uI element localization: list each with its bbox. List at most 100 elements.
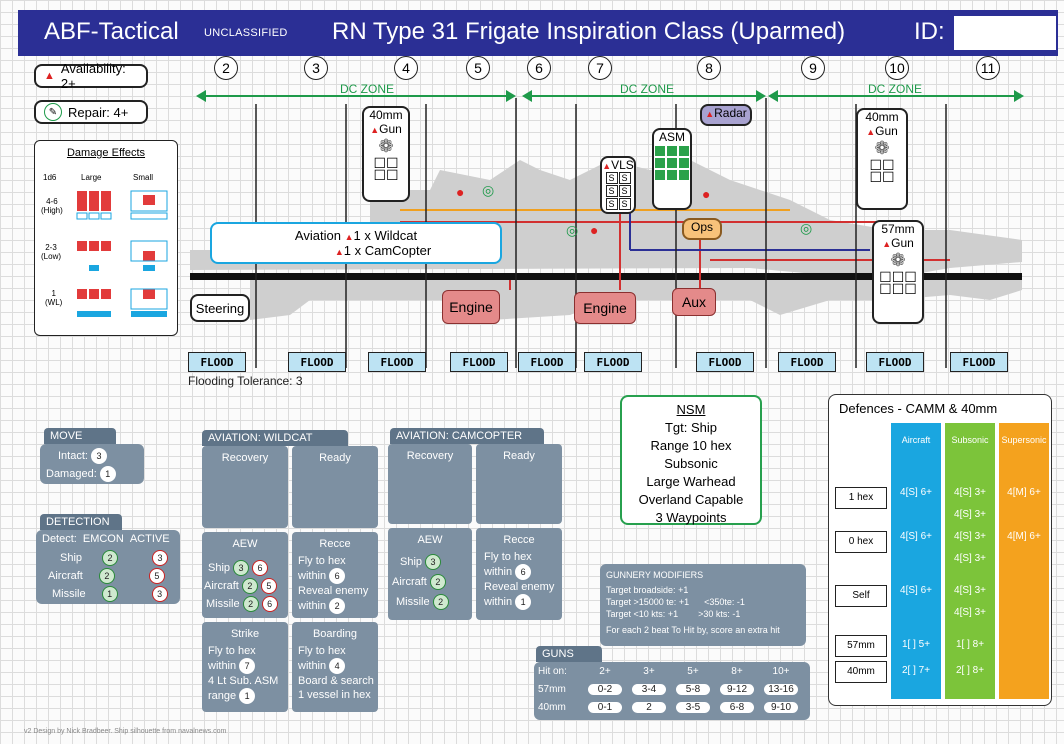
- ammo-boxes: ☐☐☐☐: [373, 155, 399, 183]
- guns-value: 9-10: [764, 702, 798, 713]
- recce-line: Reveal enemy: [298, 585, 369, 597]
- move-intact-label: Intact:: [58, 449, 88, 462]
- aew-value: 3: [425, 554, 442, 570]
- flood-box[interactable]: FLOOD: [866, 352, 924, 372]
- aew-row-label: Missile: [396, 595, 430, 608]
- flood-box[interactable]: FLOOD: [288, 352, 346, 372]
- nsm-box: NSM Tgt: Ship Range 10 hex Subsonic Larg…: [620, 395, 762, 525]
- engine-label: Engine: [449, 299, 493, 315]
- section-number: 11: [976, 56, 1000, 80]
- section-number: 8: [697, 56, 721, 80]
- dc-zone-label: DC ZONE: [340, 82, 394, 96]
- guns-value: 6-8: [720, 702, 754, 713]
- nsm-line: Subsonic: [664, 456, 718, 471]
- repair-label: Repair: 4+: [68, 104, 129, 120]
- fire-icon: ●: [590, 222, 599, 238]
- damage-level: (Low): [41, 252, 62, 261]
- id-input[interactable]: [954, 16, 1056, 50]
- wildcat-boarding: Boarding: [312, 628, 358, 640]
- aew-value: 3: [233, 560, 250, 576]
- guns-header: Hit on:: [538, 666, 567, 677]
- engine-box[interactable]: Engine: [442, 290, 500, 324]
- recce-value: 6: [515, 564, 532, 580]
- recce-value: 6: [329, 568, 346, 584]
- aew-value: 2: [429, 574, 446, 590]
- repair-box: ✎ Repair: 4+: [34, 100, 148, 124]
- detection-emcon-value: 2: [98, 568, 115, 584]
- nsm-line: Tgt: Ship: [664, 420, 718, 435]
- section-number: 4: [394, 56, 418, 80]
- aux-box[interactable]: Aux: [672, 288, 716, 316]
- guns-value: 0-1: [588, 702, 622, 713]
- warning-triangle-icon: ▲: [370, 125, 380, 135]
- defences-value: 4[S] 3+: [954, 531, 986, 542]
- defences-value: 2[ ] 7+: [901, 665, 931, 676]
- gunnery-modifiers-panel: GUNNERY MODIFIERS Target broadside: +1 T…: [600, 564, 806, 646]
- defences-value: 4[M] 6+: [1007, 487, 1041, 498]
- wrench-icon: ◎: [800, 220, 813, 236]
- wildcat-recce: Recce: [319, 538, 351, 550]
- steering-box[interactable]: Steering: [190, 294, 250, 322]
- defences-value: 4[S] 3+: [954, 487, 986, 498]
- ops-box[interactable]: Ops: [682, 218, 722, 240]
- gunnery-value: +1: [678, 597, 690, 607]
- gunnery-title: GUNNERY MODIFIERS: [606, 570, 704, 580]
- gun-57mm-aft[interactable]: 57mm ▲Gun ❁ ☐☐☐☐☐☐: [872, 220, 924, 324]
- damage-effects-table: Damage Effects 1d6 Large Small 4-6(High)…: [34, 140, 178, 336]
- guns-value: 3-5: [676, 702, 710, 713]
- aew-value: 5: [260, 578, 277, 594]
- detection-header: EMCON: [82, 533, 124, 545]
- flood-box[interactable]: FLOOD: [188, 352, 246, 372]
- warning-triangle-icon: ▲: [334, 247, 344, 257]
- aew-value: 6: [261, 596, 278, 612]
- detection-row-label: Ship: [60, 551, 83, 564]
- defences-col-header: Supersonic: [1001, 435, 1047, 445]
- radar-box[interactable]: ▲Radar: [700, 104, 752, 126]
- guns-value: 5-8: [676, 684, 710, 695]
- aew-value: 2: [242, 596, 259, 612]
- flood-box[interactable]: FLOOD: [950, 352, 1008, 372]
- aew-row-label: Aircraft: [204, 579, 239, 592]
- weapon-label: VLS: [611, 158, 634, 172]
- guns-header: 10+: [772, 666, 790, 677]
- weapon-caliber: 40mm: [865, 110, 899, 124]
- dc-zone-label: DC ZONE: [620, 82, 674, 96]
- gunnery-label: Target broadside:: [606, 585, 676, 595]
- detection-title: DETECTION: [40, 514, 122, 530]
- flood-box[interactable]: FLOOD: [518, 352, 576, 372]
- aviation-box[interactable]: Aviation ▲1 x Wildcat ▲1 x CamCopter: [210, 222, 502, 264]
- ship-title: RN Type 31 Frigate Inspiration Class (Up…: [332, 18, 846, 45]
- detection-active-value: 5: [148, 568, 165, 584]
- weapon-label: ASM: [658, 130, 685, 144]
- fire-icon: ●: [456, 184, 465, 200]
- weapon-label: Gun: [875, 124, 898, 138]
- flood-box[interactable]: FLOOD: [368, 352, 426, 372]
- availability-box: ▲ Availability: 2+: [34, 61, 148, 91]
- asm-launcher[interactable]: ASM: [652, 128, 692, 210]
- flood-box[interactable]: FLOOD: [450, 352, 508, 372]
- aew-row-label: Ship: [400, 555, 423, 568]
- strike-value: 7: [239, 658, 256, 674]
- recce-line: within: [298, 599, 327, 612]
- gun-40mm-aft[interactable]: 40mm ▲Gun ❁ ☐☐☐☐: [856, 108, 908, 210]
- id-label: ID:: [914, 18, 945, 45]
- fire-icon: ●: [702, 186, 711, 202]
- flood-box[interactable]: FLOOD: [778, 352, 836, 372]
- ammo-boxes: ☐☐☐☐: [869, 157, 895, 185]
- aew-row-label: Aircraft: [392, 575, 427, 588]
- gun-40mm-fore[interactable]: 40mm ▲Gun ❁ ☐☐☐☐: [362, 106, 410, 202]
- gunnery-alt: <350te: -1: [704, 597, 745, 607]
- engine-box[interactable]: Engine: [574, 292, 636, 324]
- flood-box[interactable]: FLOOD: [584, 352, 642, 372]
- camcopter-aew: AEW: [417, 534, 443, 546]
- recce-line: Fly to hex: [484, 551, 532, 563]
- move-intact-value: 3: [90, 448, 107, 464]
- turret-icon: ❁: [378, 136, 394, 156]
- column-header: 1d6: [43, 173, 57, 182]
- guns-header: 8+: [731, 666, 743, 677]
- flood-box[interactable]: FLOOD: [696, 352, 754, 372]
- boarding-line: Fly to hex: [298, 645, 346, 657]
- warning-triangle-icon: ▲: [882, 239, 892, 249]
- damage-level: (WL): [45, 298, 63, 307]
